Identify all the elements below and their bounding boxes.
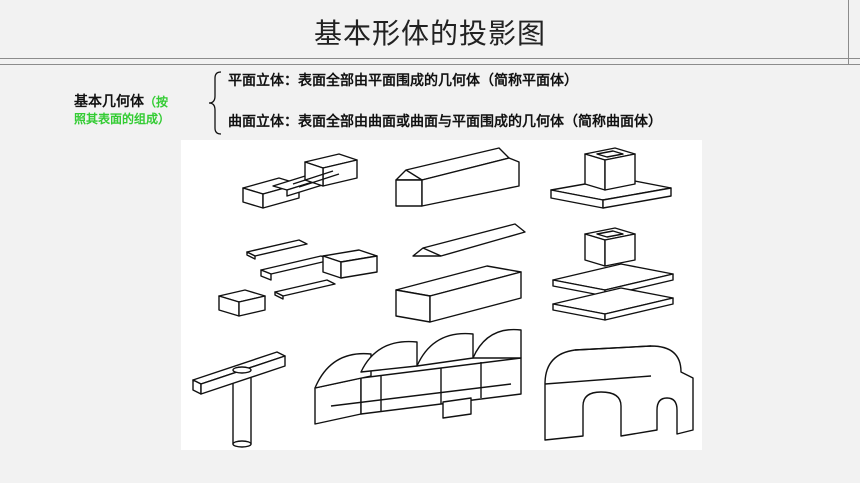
curved-solid-definition: 曲面立体：表面全部由曲面或曲面与平面围成的几何体（简称曲面体） (228, 114, 662, 130)
classification-label-text: 基本几何体 (74, 94, 144, 110)
solids-drawing (192, 147, 694, 448)
page-title: 基本形体的投影图 (313, 17, 546, 50)
divider (0, 64, 860, 65)
divider (848, 0, 849, 65)
exploded-prism-drawing (395, 223, 526, 323)
hollow-tower-on-base-drawing (550, 147, 672, 209)
stepped-blocks-drawing (242, 153, 358, 209)
gable-prism-drawing (395, 147, 520, 207)
classification-note-end: 照其表面的组成） (74, 112, 171, 126)
t-cylinder-drawing (192, 351, 286, 448)
solids-illustration (181, 140, 702, 450)
planar-solid-definition: 平面立体：表面全部由平面围成的几何体（简称平面体） (228, 73, 578, 89)
exploded-slabs-drawing (218, 239, 378, 317)
classification-note-start: （按 (144, 95, 169, 109)
exploded-tower-drawing (552, 227, 674, 321)
title-bar: 基本形体的投影图 (0, 0, 860, 59)
vaulted-building-drawing (314, 328, 522, 425)
classification-label: 基本几何体（按 (74, 91, 168, 111)
arch-junction-drawing (544, 345, 694, 441)
brace-icon (208, 71, 222, 135)
